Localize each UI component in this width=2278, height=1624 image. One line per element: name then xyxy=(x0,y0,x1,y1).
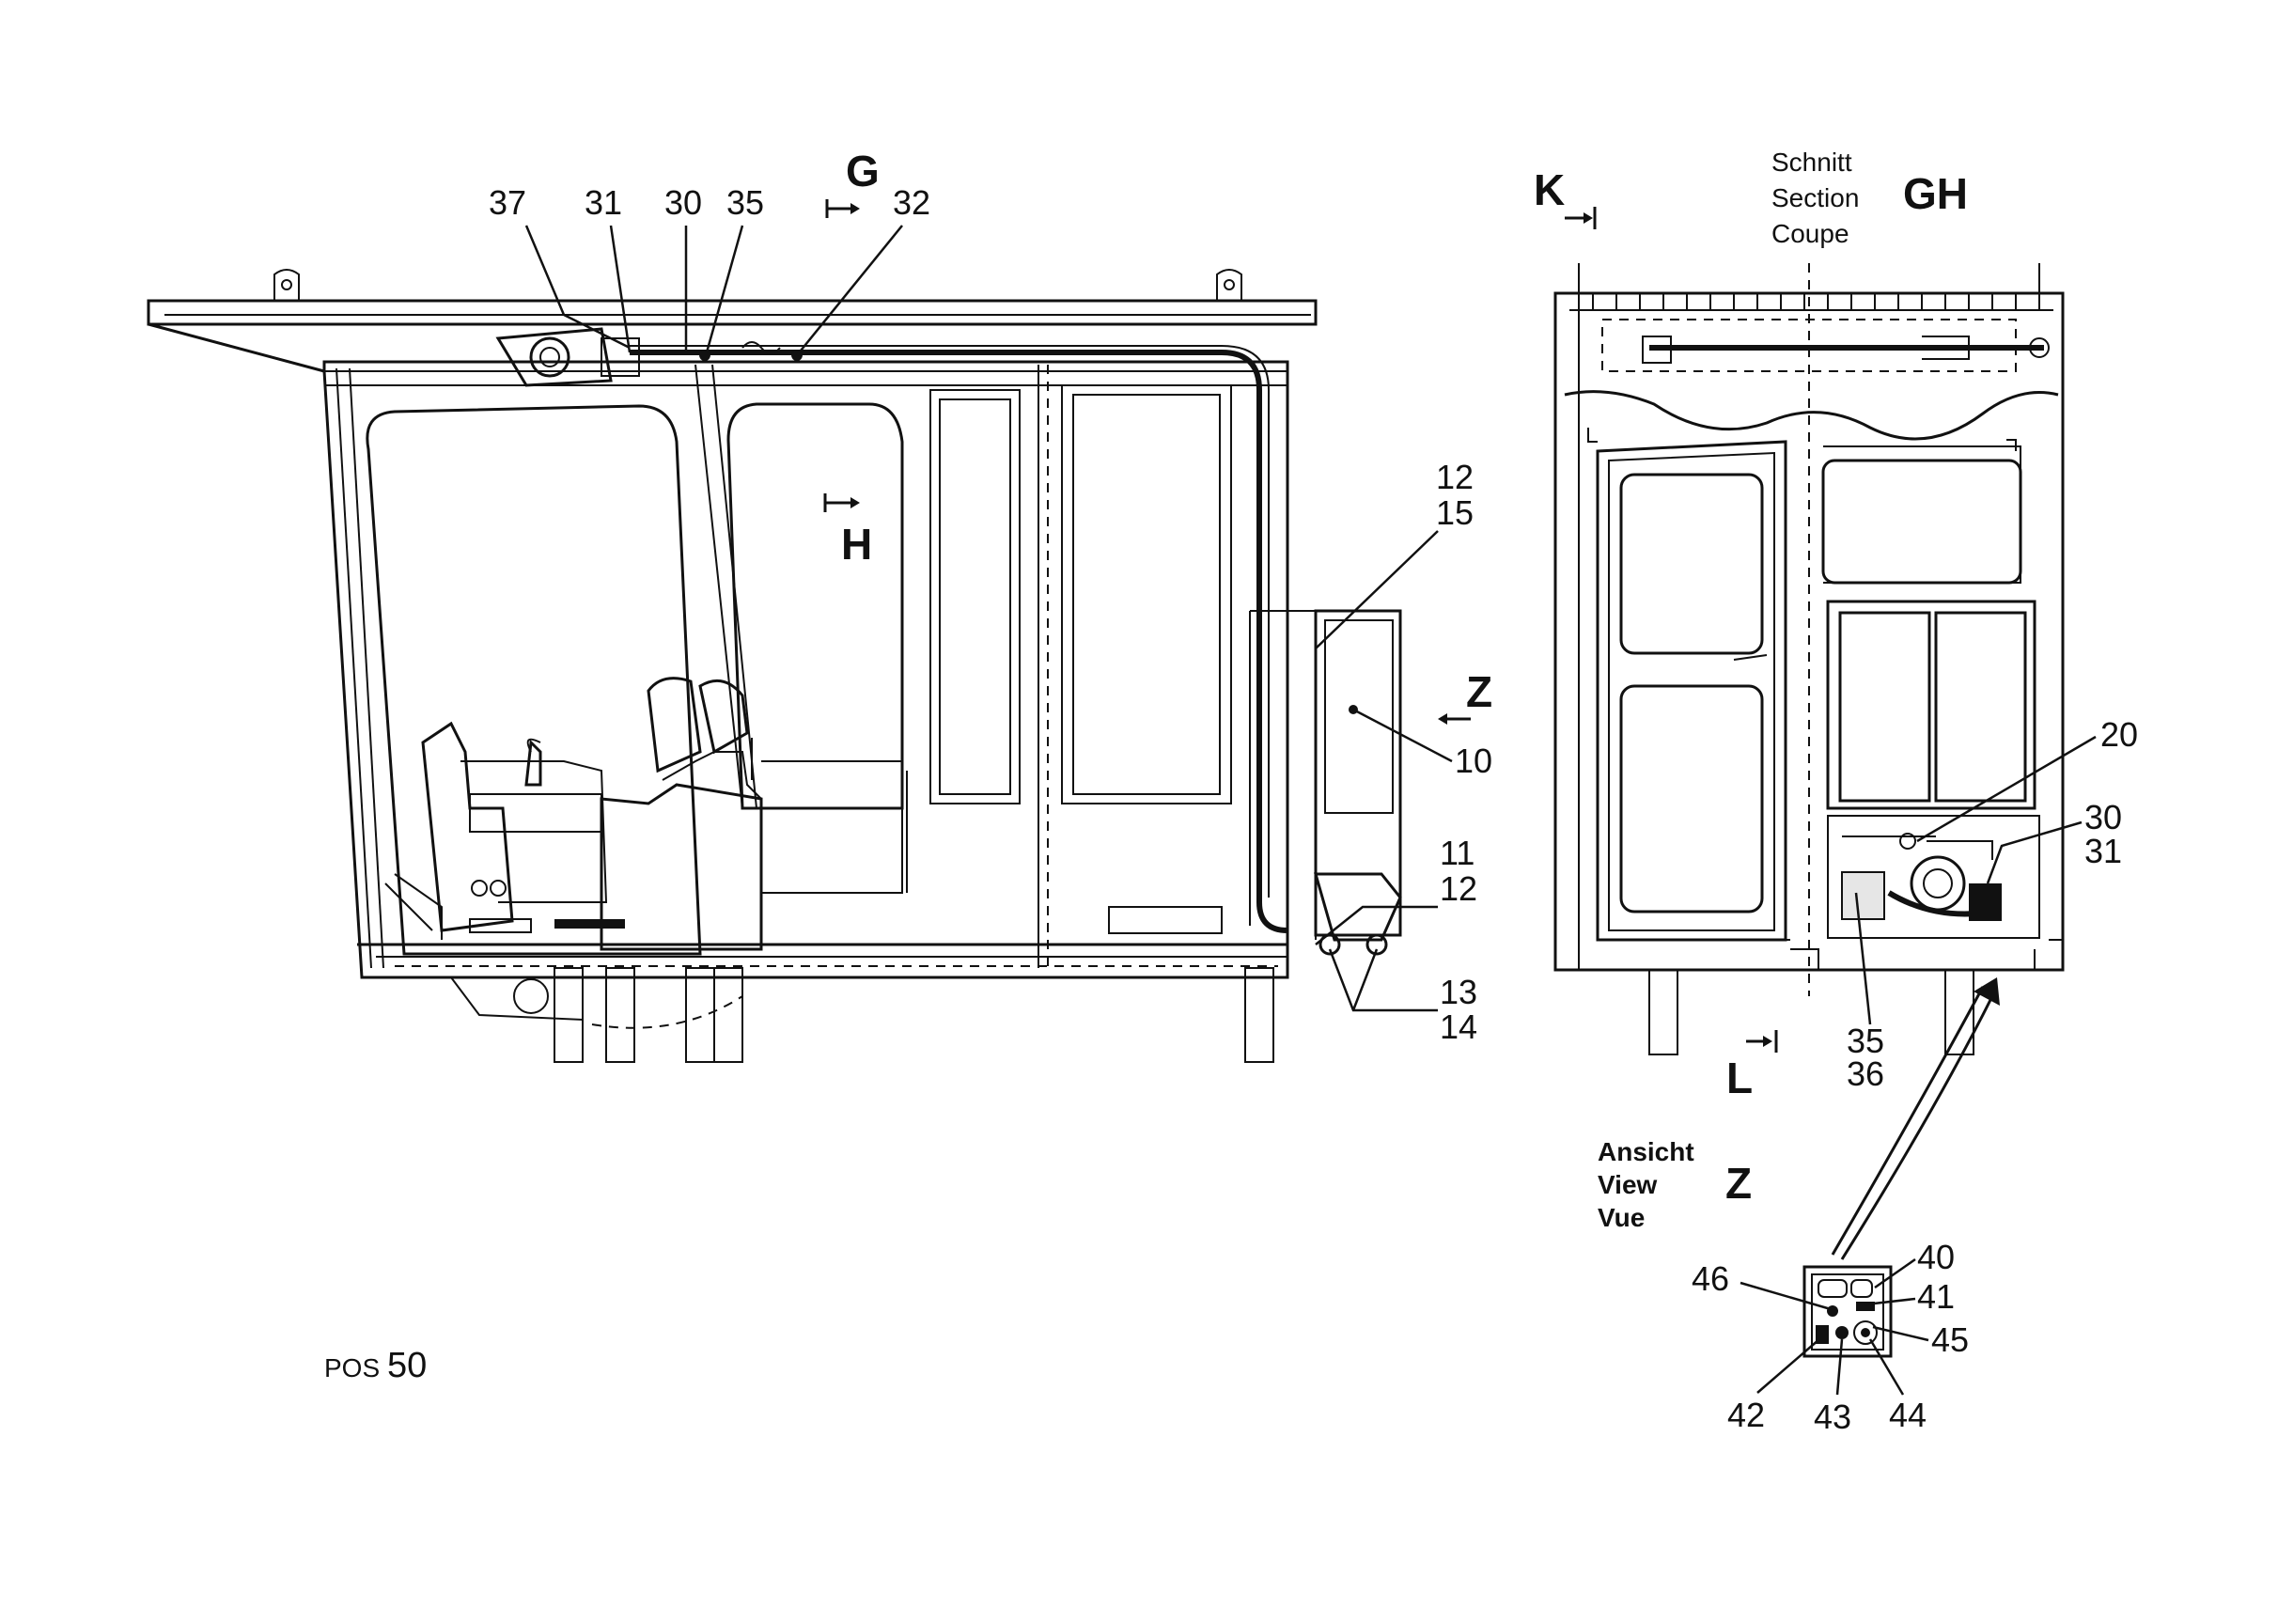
mark-k-label: K xyxy=(1534,165,1565,214)
callout-30: 30 xyxy=(664,183,702,222)
callout-14: 14 xyxy=(1440,1007,1477,1046)
callout-10: 10 xyxy=(1455,742,1492,780)
section-mark-l: L xyxy=(1726,1030,1778,1102)
view-title-code: Z xyxy=(1725,1159,1752,1208)
callout-15: 15 xyxy=(1436,493,1474,532)
section-title-line-2: Section xyxy=(1771,183,1859,212)
callout-45: 45 xyxy=(1931,1320,1969,1359)
view-title-line-1: Ansicht xyxy=(1598,1137,1694,1166)
view-z-panel xyxy=(1802,1265,1893,1358)
callout-37: 37 xyxy=(489,183,526,222)
callout-41: 41 xyxy=(1917,1277,1955,1316)
cab-side-view xyxy=(147,269,1402,1063)
callout-20: 20 xyxy=(2100,715,2138,754)
callout-35-section: 35 xyxy=(1847,1022,1884,1060)
view-z-title: Ansicht View Vue Z xyxy=(1598,1137,1752,1232)
callout-13: 13 xyxy=(1440,973,1477,1011)
mark-z-label: Z xyxy=(1466,667,1492,716)
side-view-callouts: 37 31 30 35 32 12 15 10 11 12 13 14 xyxy=(489,183,1492,1046)
callout-32: 32 xyxy=(893,183,930,222)
callout-12-bottom: 12 xyxy=(1440,869,1477,908)
view-z-callouts: 40 41 45 46 42 43 44 xyxy=(1692,1238,1969,1436)
pos-prefix: POS xyxy=(324,1353,380,1382)
section-gh-view xyxy=(1553,263,2065,1260)
section-gh-title: Schnitt Section Coupe GH xyxy=(1771,148,1968,248)
callout-35: 35 xyxy=(726,183,764,222)
callout-40: 40 xyxy=(1917,1238,1955,1276)
view-title-line-2: View xyxy=(1598,1170,1658,1199)
section-gh-callouts: 20 30 31 35 36 xyxy=(1847,715,2138,1093)
callout-12-top: 12 xyxy=(1436,458,1474,496)
section-title-code: GH xyxy=(1903,169,1968,218)
callout-11: 11 xyxy=(1440,834,1474,872)
mark-l-label: L xyxy=(1726,1054,1753,1102)
callout-31-section: 31 xyxy=(2084,832,2122,870)
section-mark-h: H xyxy=(823,493,872,569)
mark-g-label: G xyxy=(846,147,880,195)
section-title-line-1: Schnitt xyxy=(1771,148,1852,177)
callout-30-section: 30 xyxy=(2084,798,2122,836)
pos-number: 50 xyxy=(387,1346,427,1385)
view-title-line-3: Vue xyxy=(1598,1203,1645,1232)
position-label: POS 50 xyxy=(324,1346,427,1385)
callout-42: 42 xyxy=(1727,1396,1765,1434)
callout-43: 43 xyxy=(1814,1398,1851,1436)
callout-31: 31 xyxy=(585,183,622,222)
callout-36: 36 xyxy=(1847,1054,1884,1093)
callout-44: 44 xyxy=(1889,1396,1927,1434)
section-title-line-3: Coupe xyxy=(1771,219,1849,248)
section-mark-k: K xyxy=(1534,165,1597,229)
mark-h-label: H xyxy=(841,520,872,569)
section-mark-z: Z xyxy=(1438,667,1492,725)
callout-46: 46 xyxy=(1692,1259,1729,1298)
section-mark-g: G xyxy=(825,147,880,218)
